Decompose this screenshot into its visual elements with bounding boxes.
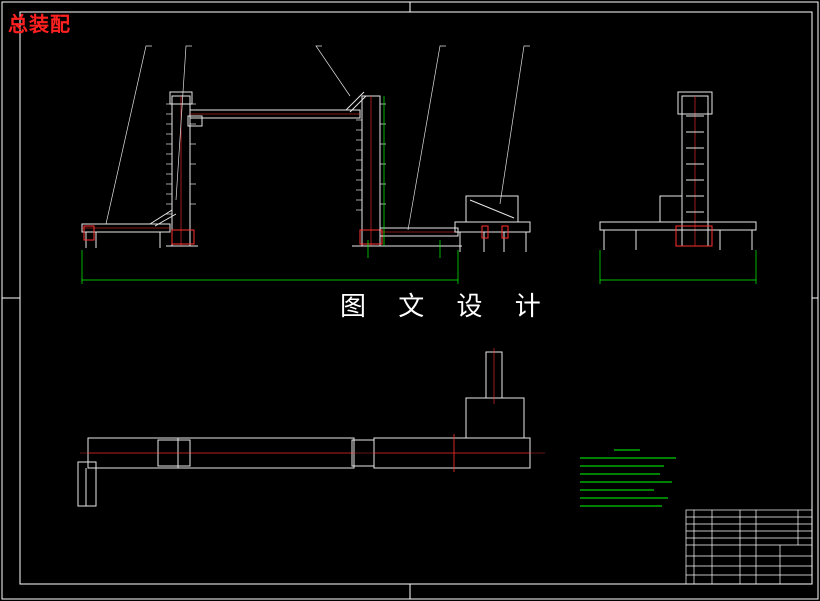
dimension-lines: [81, 96, 757, 284]
front-view: [81, 91, 531, 252]
title-block: [685, 509, 813, 585]
technical-notes: [580, 449, 676, 507]
top-view-packing-unit: [465, 397, 525, 439]
top-view: [77, 348, 545, 507]
chain-ticks-right: [356, 103, 386, 211]
chain-ticks-left: [166, 103, 196, 215]
part-leaders: [105, 45, 530, 231]
drawing-title: 总装配: [8, 12, 71, 36]
watermark-text: 图 文 设 计: [340, 292, 553, 322]
packing-table: [454, 221, 531, 233]
packing-box: [465, 195, 519, 223]
side-view: [599, 91, 757, 250]
